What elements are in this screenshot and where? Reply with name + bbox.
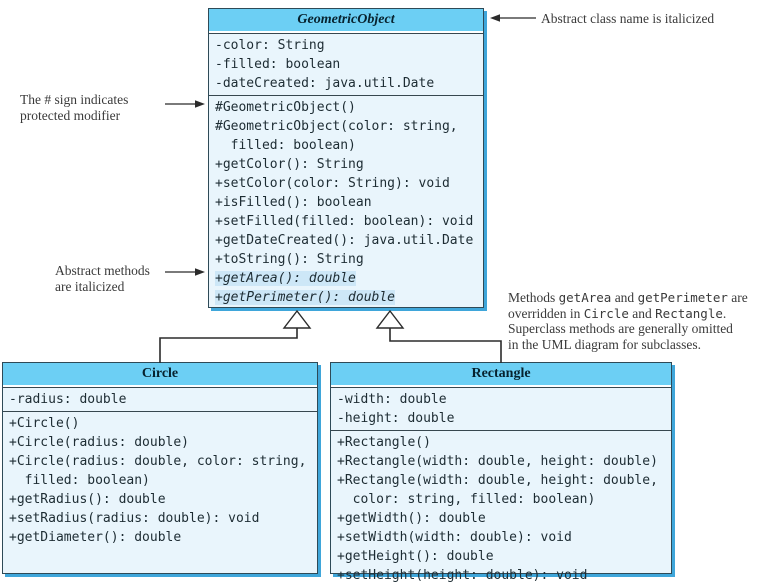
method-line: +setColor(color: String): void — [215, 176, 450, 191]
method-line: +getDiameter(): double — [9, 530, 182, 545]
method-line: #GeometricObject(color: string, — [215, 119, 458, 134]
fields-section-geometricobject: -color: String -filled: boolean -dateCreat… — [209, 33, 483, 95]
inheritance-triangle-icon — [282, 309, 312, 329]
method-line: +Rectangle(width: double, height: double… — [337, 454, 658, 469]
annotation-line: protected modifier — [20, 107, 121, 123]
note-line: Superclass methods are generally omitted — [508, 321, 733, 336]
method-line: +Rectangle() — [337, 435, 431, 450]
field-line: -filled: boolean — [215, 57, 341, 72]
method-line: +getHeight(): double — [337, 549, 494, 564]
method-line: +Circle(radius: double, color: string, — [9, 454, 307, 469]
method-line: filled: boolean) — [9, 473, 150, 488]
class-box-rectangle: Rectangle -width: double-height: double … — [330, 362, 672, 583]
field-line: -dateCreated: java.util.Date — [215, 76, 435, 91]
method-line: +getColor(): String — [215, 157, 364, 172]
note-overridden-methods: Methods getArea and getPerimeter are ove… — [508, 290, 782, 352]
method-line: +getRadius(): double — [9, 492, 166, 507]
method-line: +Circle() — [9, 416, 80, 431]
method-line: +getDateCreated(): java.util.Date — [215, 233, 474, 248]
methods-section-circle: +Circle() +Circle(radius: double) +Circle(… — [3, 411, 317, 573]
method-line: color: string, filled: boolean) — [337, 492, 596, 507]
field-line: -width: double — [337, 392, 447, 407]
fields-section-circle: -radius: double — [3, 387, 317, 411]
method-line: +setRadius(radius: double): void — [9, 511, 260, 526]
note-line: overridden in Circle and Rectangle. — [508, 305, 727, 321]
method-line: +Circle(radius: double) — [9, 435, 190, 450]
left-arrow-icon — [490, 14, 500, 22]
field-line: -radius: double — [9, 392, 127, 407]
field-line: -height: double — [337, 411, 455, 426]
right-arrow-icon — [195, 268, 205, 276]
annotation-line: Abstract methods — [55, 263, 150, 278]
class-box-geometricobject: GeometricObject -color: String -filled: b… — [208, 8, 484, 308]
annotation-line: are italicized — [55, 278, 125, 294]
method-line: filled: boolean) — [215, 138, 356, 153]
method-line: +Rectangle(width: double, height: double… — [337, 473, 658, 488]
field-line: -color: String — [215, 38, 325, 53]
method-line: +getArea(): double — [215, 271, 356, 286]
annotation-line: Abstract class name is italicized — [541, 11, 715, 26]
circle-inheritance-connector — [159, 328, 298, 363]
class-title-rectangle: Rectangle — [331, 363, 671, 387]
annotation-abstract-class-name: Abstract class name is italicized — [541, 11, 771, 27]
method-line: +setHeight(height: double): void — [337, 568, 588, 583]
method-line: +getWidth(): double — [337, 511, 486, 526]
annotation-line: The # sign indicates — [20, 92, 129, 107]
method-line: +toString(): String — [215, 252, 364, 267]
class-title-geometricobject: GeometricObject — [209, 9, 483, 33]
method-line: #GeometricObject() — [215, 100, 356, 115]
note-line: Methods getArea and getPerimeter are — [508, 290, 748, 305]
fields-section-rectangle: -width: double -height: double — [331, 387, 671, 430]
right-arrow-icon — [195, 100, 205, 108]
inheritance-triangle-icon — [375, 309, 405, 329]
class-title-circle: Circle — [3, 363, 317, 387]
rectangle-inheritance-connector — [389, 328, 502, 363]
method-line: +isFilled(): boolean — [215, 195, 372, 210]
method-line: +setFilled(filled: boolean): void — [215, 214, 474, 229]
class-box-circle: Circle -radius: double +Circle()+Circle(… — [2, 362, 318, 574]
method-line: +getPerimeter(): double — [215, 290, 396, 305]
methods-section-geometricobject: #GeometricObject() #GeometricObject(color… — [209, 95, 483, 309]
method-line: +setWidth(width: double): void — [337, 530, 572, 545]
note-line: in the UML diagram for subclasses. — [508, 336, 701, 352]
methods-section-rectangle: +Rectangle() +Rectangle(width: double, he… — [331, 430, 671, 584]
